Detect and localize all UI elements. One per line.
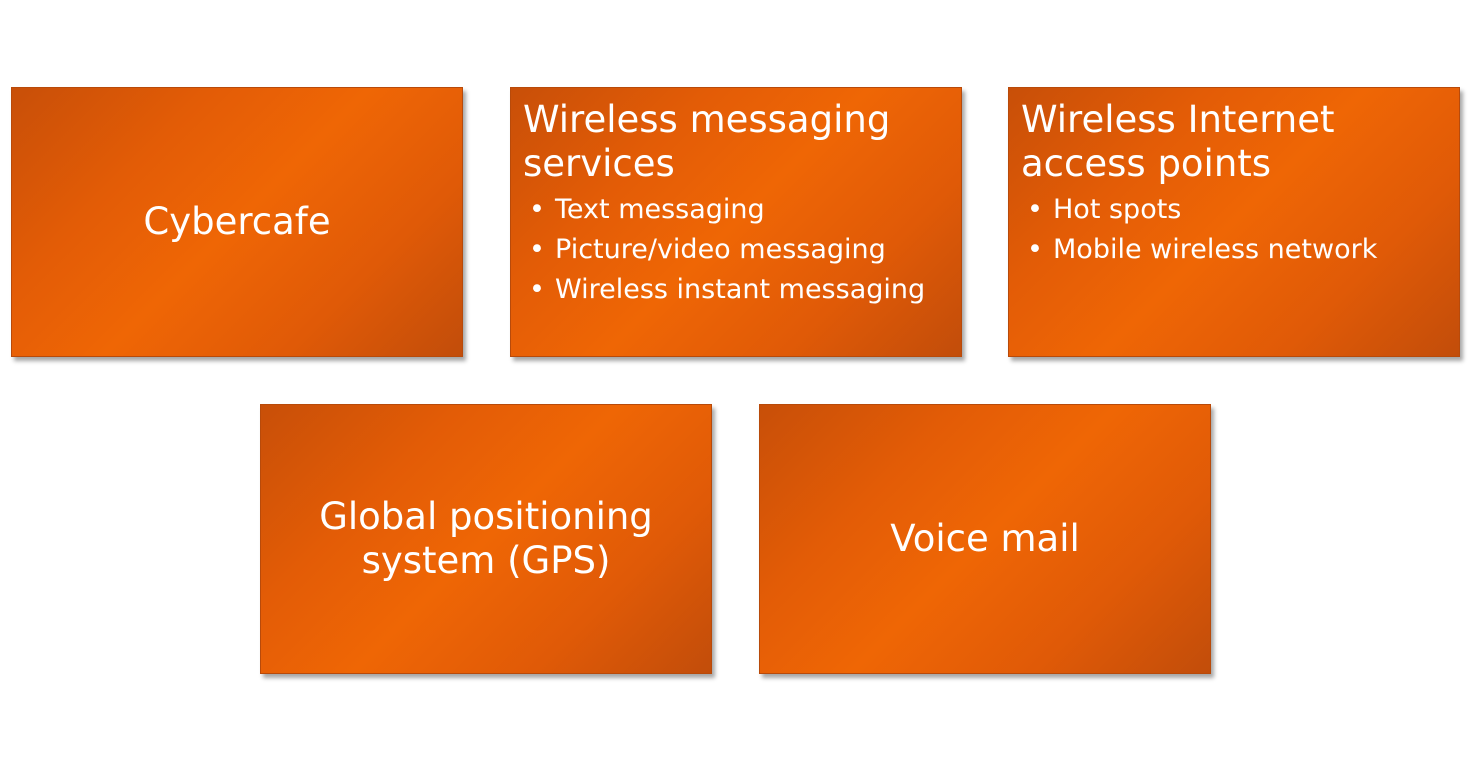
box-wireless-internet-access-points: Wireless Internet access points • Hot spo…: [1008, 87, 1460, 357]
bullet-glyph: •: [1027, 194, 1043, 225]
bullet-glyph: •: [529, 274, 545, 305]
bullet-glyph: •: [1027, 234, 1043, 265]
list-item: • Picture/video messaging: [523, 230, 947, 270]
box-wireless-messaging-title: Wireless messaging services: [523, 98, 891, 185]
list-item: • Text messaging: [523, 190, 947, 230]
bullet-glyph: •: [529, 194, 545, 225]
box-gps-title: Global positioning system (GPS): [319, 495, 653, 582]
box-cybercafe-title: Cybercafe: [143, 200, 331, 243]
list-item-label: Mobile wireless network: [1053, 234, 1378, 265]
box-voice-mail-title: Voice mail: [890, 517, 1080, 560]
list-item-label: Hot spots: [1053, 194, 1182, 225]
wireless-messaging-list: • Text messaging • Picture/video messaging…: [523, 190, 947, 310]
wireless-internet-list: • Hot spots • Mobile wireless network: [1021, 190, 1445, 270]
box-wireless-internet-title: Wireless Internet access points: [1021, 98, 1335, 185]
bullet-glyph: •: [529, 234, 545, 265]
list-item-label: Picture/video messaging: [555, 234, 886, 265]
box-wireless-messaging-services: Wireless messaging services • Text messag…: [510, 87, 962, 357]
list-item: • Hot spots: [1021, 190, 1445, 230]
list-item-label: Wireless instant messaging: [555, 274, 926, 305]
box-cybercafe: Cybercafe: [11, 87, 463, 357]
box-gps: Global positioning system (GPS): [260, 404, 712, 674]
box-voice-mail: Voice mail: [759, 404, 1211, 674]
list-item: • Mobile wireless network: [1021, 230, 1445, 270]
list-item: • Wireless instant messaging: [523, 270, 947, 310]
list-item-label: Text messaging: [555, 194, 765, 225]
